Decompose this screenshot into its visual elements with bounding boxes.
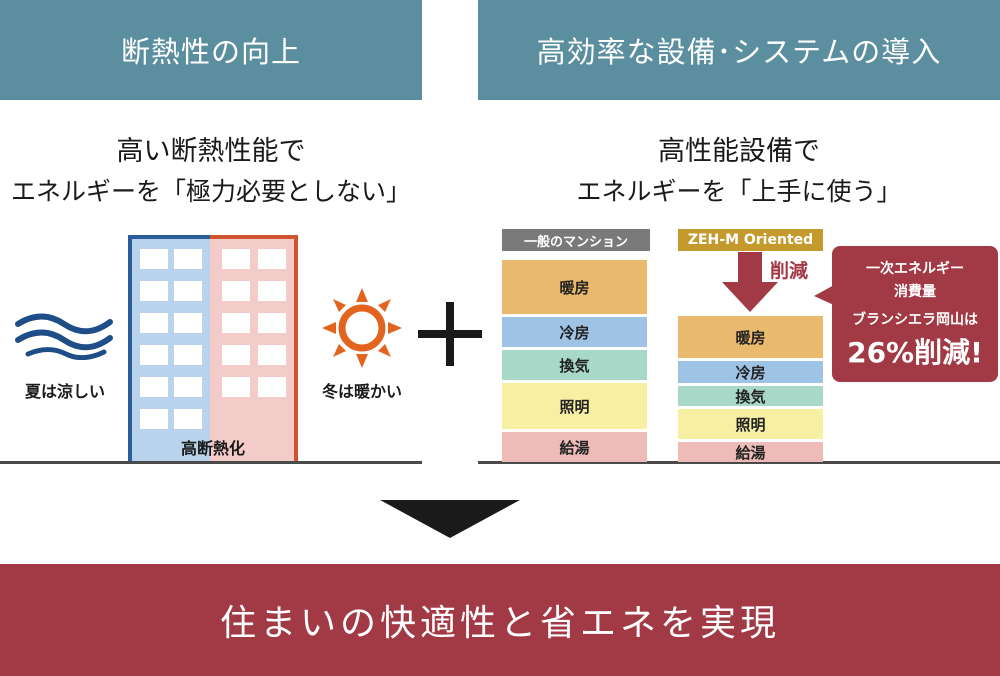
left-subtitle: 高い断熱性能で エネルギーを「極力必要としない」	[0, 132, 422, 212]
building-window	[174, 249, 202, 269]
building-window	[222, 377, 250, 397]
reduction-arrow-icon	[722, 252, 778, 312]
building-window	[174, 409, 202, 429]
callout-pointer	[814, 284, 836, 306]
general-hotwater-segment: 給湯	[502, 432, 647, 462]
building-label: 高断熱化	[180, 439, 245, 458]
building-window	[140, 409, 168, 429]
building-window	[258, 345, 286, 365]
building-window	[174, 377, 202, 397]
left-ground-line	[0, 461, 422, 464]
right-ground-line	[478, 461, 1000, 464]
right-header: 高効率な設備･システムの導入	[478, 0, 1000, 100]
left-subtitle-line2: エネルギーを「極力必要としない」	[10, 177, 411, 206]
zeh-energy-stack: 暖房 冷房 換気 照明 給湯	[678, 316, 823, 462]
building-window	[140, 249, 168, 269]
callout-line1: 一次エネルギー	[866, 261, 964, 277]
zeh-tag: ZEH-M Oriented	[678, 229, 823, 251]
general-mansion-tag: 一般のマンション	[502, 229, 650, 251]
building-window	[258, 249, 286, 269]
building-window	[140, 281, 168, 301]
building-window	[222, 313, 250, 333]
building-window	[258, 377, 286, 397]
reduction-label: 削減	[770, 260, 809, 282]
general-heating-segment: 暖房	[502, 260, 647, 314]
building-window	[140, 345, 168, 365]
zeh-lighting-segment: 照明	[678, 409, 823, 439]
wave-icon	[15, 313, 113, 360]
building-window	[140, 313, 168, 333]
left-subtitle-line1: 高い断熱性能で	[116, 136, 306, 167]
building-window	[174, 313, 202, 333]
winter-label: 冬は暖かい	[321, 382, 402, 401]
down-arrow-icon	[380, 500, 520, 538]
general-energy-stack: 暖房 冷房 換気 照明 給湯	[502, 260, 647, 462]
callout-line4: 26%削減!	[847, 336, 983, 369]
building-window	[222, 249, 250, 269]
building-window	[258, 281, 286, 301]
building-window	[174, 345, 202, 365]
building-icon: 高断熱化	[128, 235, 298, 463]
zeh-cooling-segment: 冷房	[678, 361, 823, 383]
left-header: 断熱性の向上	[0, 0, 422, 100]
callout-line2: 消費量	[894, 284, 936, 300]
building-window	[222, 345, 250, 365]
general-ventilation-segment: 換気	[502, 350, 647, 380]
callout-line3: ブランシエラ岡山は	[852, 312, 978, 328]
building-window	[258, 313, 286, 333]
right-subtitle: 高性能設備で エネルギーを「上手に使う」	[478, 132, 1000, 212]
footer-banner: 住まいの快適性と省エネを実現	[0, 564, 1000, 676]
zeh-ventilation-segment: 換気	[678, 386, 823, 406]
right-subtitle-line2: エネルギーを「上手に使う」	[576, 177, 902, 206]
general-lighting-segment: 照明	[502, 383, 647, 429]
right-subtitle-line1: 高性能設備で	[658, 136, 820, 167]
building-window	[174, 281, 202, 301]
zeh-hotwater-segment: 給湯	[678, 442, 823, 462]
plus-sign: +	[418, 302, 482, 366]
reduction-callout: 一次エネルギー 消費量 ブランシエラ岡山は 26%削減!	[832, 246, 998, 382]
building-window	[222, 281, 250, 301]
summer-label: 夏は涼しい	[24, 382, 105, 401]
sun-icon	[322, 288, 402, 368]
general-cooling-segment: 冷房	[502, 317, 647, 347]
zeh-heating-segment: 暖房	[678, 316, 823, 358]
building-window	[140, 377, 168, 397]
